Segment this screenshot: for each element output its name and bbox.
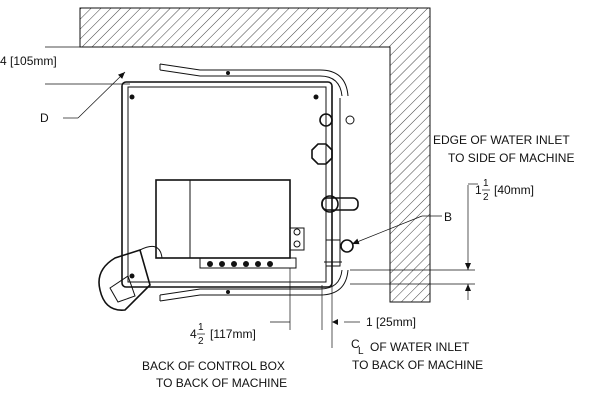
drain-fixture (98, 245, 163, 311)
edge-inlet-label-line2: TO SIDE OF MACHINE (448, 151, 574, 165)
dim-top-lines (45, 46, 130, 85)
leader-b (351, 215, 442, 245)
control-box (155, 179, 297, 269)
centerline-label-line1: OF WATER INLET (370, 340, 470, 354)
water-inlet-plumbing (289, 98, 359, 267)
centerline-label-line2: TO BACK OF MACHINE (352, 358, 483, 372)
leader-d (63, 71, 126, 119)
dim-bottom-left-denominator: 2 (198, 336, 204, 347)
dim-side-denominator: 2 (483, 192, 489, 203)
dim-side-mm: [40mm] (494, 183, 534, 197)
control-box-label-line2: TO BACK OF MACHINE (156, 376, 287, 390)
control-box-label-line1: BACK OF CONTROL BOX (142, 359, 285, 373)
dim-top-label: 4 [105mm] (0, 54, 57, 68)
dim-bottom-lines (270, 268, 360, 348)
dim-bottom-right-label: 1 [25mm] (366, 315, 416, 329)
centerline-c: C (351, 337, 360, 351)
edge-inlet-label-line1: EDGE OF WATER INLET (433, 133, 570, 147)
dim-bottom-left-numerator: 1 (198, 322, 204, 333)
callout-b: B (444, 210, 452, 224)
dim-bottom-left-mm: [117mm] (210, 327, 256, 341)
dim-bottom-left-whole: 4 (190, 327, 197, 341)
dim-side-lines (350, 183, 478, 300)
dim-side-whole: 1 (475, 183, 482, 197)
dim-side-numerator: 1 (483, 178, 489, 189)
callout-d: D (40, 111, 49, 125)
centerline-l: L (358, 346, 364, 357)
